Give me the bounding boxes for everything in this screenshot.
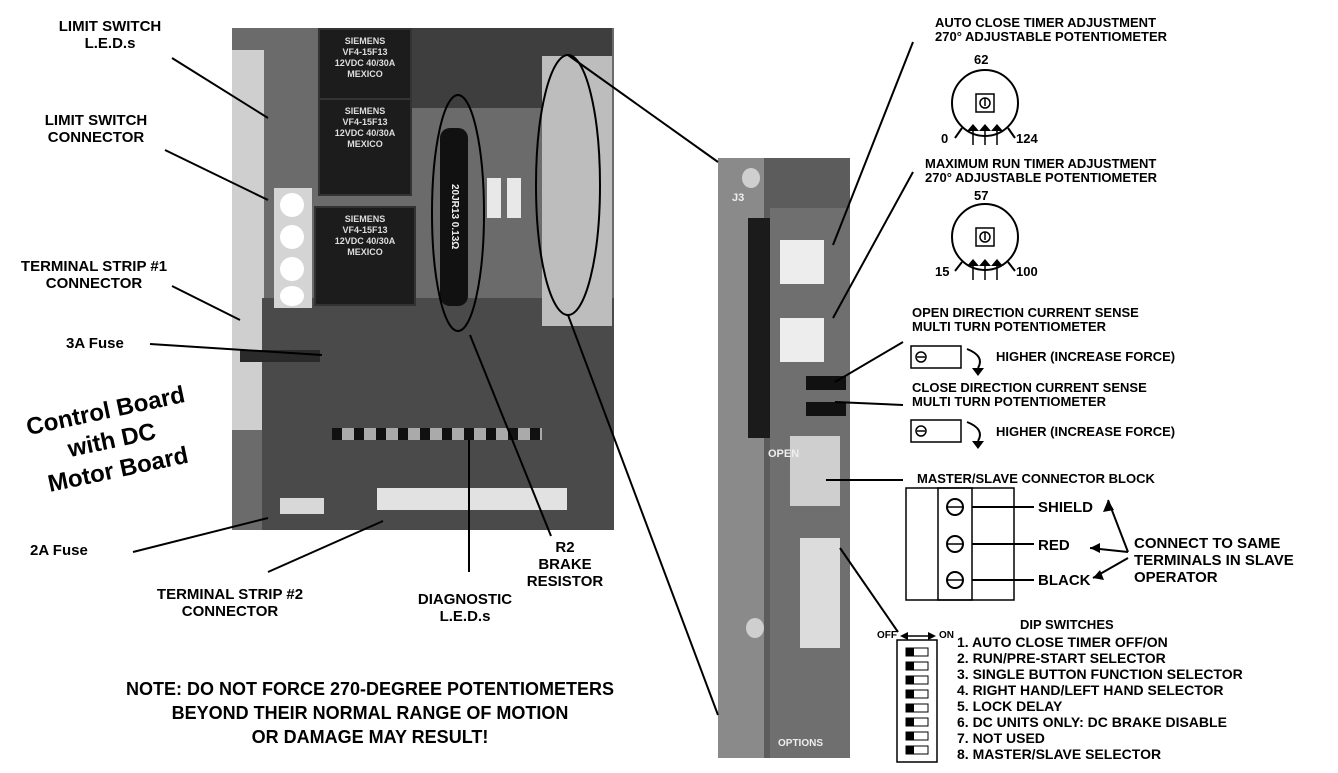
auto-close-max-value: 124 [1016,131,1038,146]
auto-close-mid-value: 62 [974,52,989,67]
fuse-2a [280,498,324,514]
diagnostic-leds [332,428,542,440]
max-run-max-value: 100 [1016,264,1038,279]
dip-switches-title: DIP SWITCHES [1020,617,1114,632]
dip-item: 2. RUN/PRE-START SELECTOR [957,650,1166,666]
dip-on-label: ON [939,630,954,641]
warning-note: NOTE: DO NOT FORCE 270-DEGREE POTENTIOME… [125,679,615,747]
fuse-2a-label: 2A Fuse [30,542,88,559]
zoomed-board-photo: J3 OPEN OPTIONS [718,158,850,758]
dip-item: 1. AUTO CLOSE TIMER OFF/ON [957,634,1168,650]
fuse-3a-label: 3A Fuse [66,335,124,352]
auto-close-min-value: 0 [941,131,949,146]
master-slave-title: MASTER/SLAVE CONNECTOR BLOCK [917,471,1155,486]
max-run-min-value: 15 [935,264,950,279]
dip-item: 6. DC UNITS ONLY: DC BRAKE DISABLE [957,714,1227,730]
options-mark: OPTIONS [778,738,824,749]
j3-mark: J3 [732,192,745,204]
dip-item: 8. MASTER/SLAVE SELECTOR [957,746,1162,762]
open-mark: OPEN [768,448,800,460]
dip-item: 5. LOCK DELAY [957,698,1063,714]
max-run-mid-value: 57 [974,188,989,203]
dip-off-label: OFF [877,630,897,641]
black-terminal-label: BLACK [1038,572,1091,589]
dip-switch-list: 1. AUTO CLOSE TIMER OFF/ON 2. RUN/PRE-ST… [957,634,1243,762]
dip-item: 4. RIGHT HAND/LEFT HAND SELECTOR [957,682,1224,698]
dip-item: 3. SINGLE BUTTON FUNCTION SELECTOR [957,666,1243,682]
dip-switch-block-photo [800,538,840,648]
close-sense-hint: HIGHER (INCREASE FORCE) [996,424,1176,439]
open-sense-hint: HIGHER (INCREASE FORCE) [996,349,1176,364]
dip-item: 7. NOT USED [957,730,1045,746]
shield-terminal-label: SHIELD [1038,499,1094,516]
terminal-strip-2 [377,488,567,510]
brake-resistor: 20JR13 0.13Ω [440,128,468,306]
red-terminal-label: RED [1038,537,1070,554]
